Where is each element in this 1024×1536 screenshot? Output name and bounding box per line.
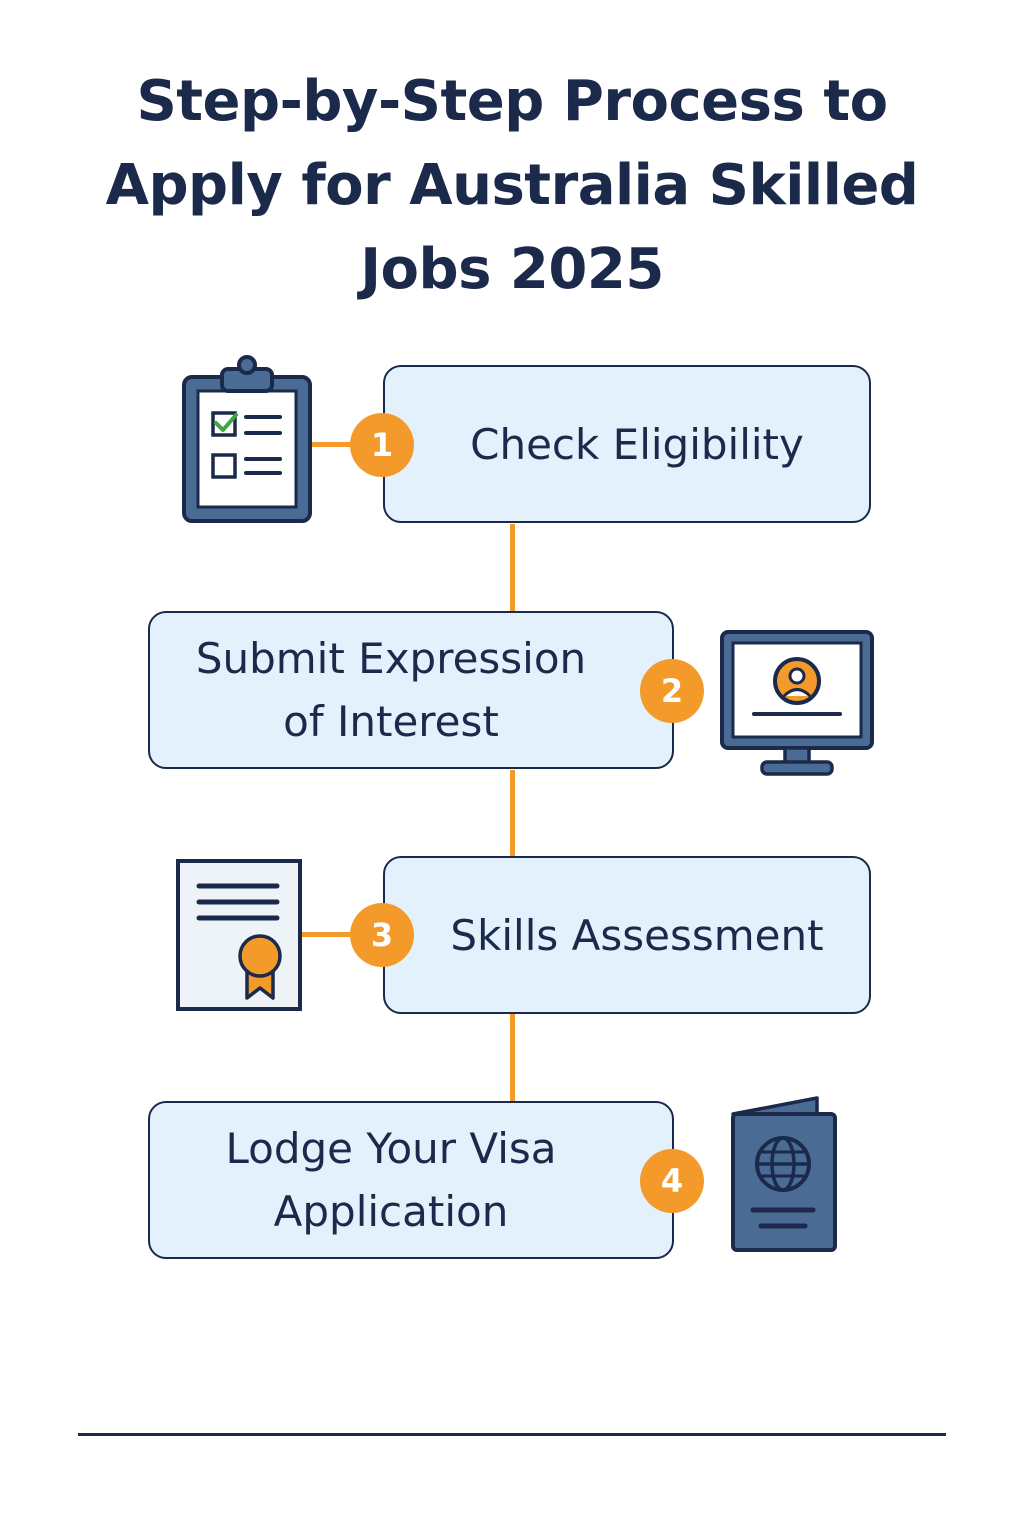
- footer-divider: [78, 1433, 946, 1436]
- connector-icon-3: [300, 932, 358, 937]
- passport-icon: [731, 1096, 837, 1252]
- computer-monitor-profile-icon: [720, 630, 874, 776]
- step-2-label: Submit Expression of Interest: [196, 627, 626, 753]
- connector-step-2-3: [510, 770, 515, 858]
- step-4-label: Lodge Your Visa Application: [226, 1117, 597, 1243]
- step-2-label-line-1: Submit Expression: [195, 634, 587, 683]
- step-3-box: Skills Assessment: [383, 856, 871, 1014]
- step-1-label: Check Eligibility: [470, 419, 804, 469]
- step-4-box: Lodge Your Visa Application: [148, 1101, 674, 1259]
- step-3-badge: 3: [350, 903, 414, 967]
- connector-icon-1: [308, 442, 358, 447]
- step-3-label: Skills Assessment: [450, 910, 824, 960]
- connector-step-1-2: [510, 524, 515, 614]
- connector-step-3-4: [510, 1014, 515, 1104]
- title-line-3: Jobs 2025: [360, 237, 664, 302]
- page-title: Step-by-Step Process to Apply for Austra…: [60, 60, 964, 312]
- title-line-2: Apply for Australia Skilled: [105, 153, 919, 218]
- step-2-box: Submit Expression of Interest: [148, 611, 674, 769]
- step-4-badge: 4: [640, 1149, 704, 1213]
- step-1-badge: 1: [350, 413, 414, 477]
- step-4-label-line-2: Application: [273, 1187, 509, 1236]
- certificate-icon: [176, 859, 302, 1011]
- title-line-1: Step-by-Step Process to: [136, 69, 888, 134]
- step-1-box: Check Eligibility: [383, 365, 871, 523]
- clipboard-checklist-icon: [182, 355, 312, 523]
- step-2-label-line-2: of Interest: [283, 697, 499, 746]
- step-4-label-line-1: Lodge Your Visa: [225, 1124, 557, 1173]
- step-2-badge: 2: [640, 659, 704, 723]
